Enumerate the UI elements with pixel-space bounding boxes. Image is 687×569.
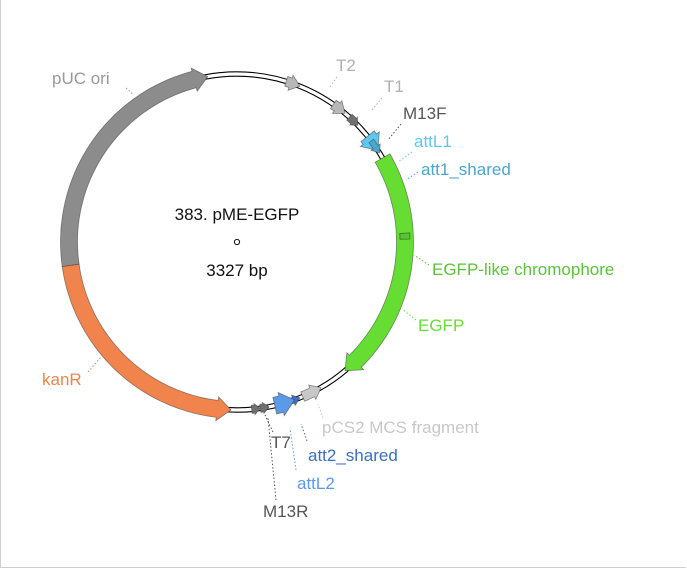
feature-egfp-shape[interactable] — [344, 153, 414, 372]
feature-attl2-label[interactable]: attL2 — [297, 474, 335, 493]
feature-puc-ori-label[interactable]: pUC ori — [52, 69, 110, 88]
feature-m13r[interactable] — [259, 401, 270, 415]
feature-t1[interactable] — [329, 99, 346, 114]
feature-att1-shared[interactable] — [368, 138, 381, 154]
feature-attl1-leader — [397, 151, 413, 163]
feature-kanr-leader — [87, 356, 102, 373]
feature-puc-ori[interactable] — [60, 67, 209, 268]
feature-m13f[interactable] — [346, 113, 359, 126]
feature-egfp-chromophore-label[interactable]: EGFP-like chromophore — [432, 260, 614, 279]
feature-t2-leader — [329, 76, 338, 88]
plasmid-size: 3327 bp — [206, 261, 267, 280]
feature-pcs2-mcs-shape[interactable] — [300, 384, 322, 402]
feature-att1-shared-shape[interactable] — [368, 138, 381, 154]
feature-egfp-chromophore-shape[interactable] — [399, 232, 411, 240]
feature-puc-ori-shape[interactable] — [60, 67, 209, 268]
feature-m13f-shape[interactable] — [346, 113, 359, 126]
feature-kanr-label[interactable]: kanR — [42, 370, 82, 389]
feature-kanr[interactable] — [61, 263, 232, 422]
feature-m13f-leader — [387, 123, 402, 141]
feature-track — [60, 67, 414, 422]
feature-attl2-leader — [289, 427, 297, 471]
plasmid-name: 383. pME-EGFP — [175, 205, 300, 224]
feature-egfp-leader — [401, 308, 417, 321]
feature-m13r-leader — [267, 417, 277, 501]
feature-att1-shared-leader — [405, 171, 419, 181]
feature-egfp-chromophore[interactable] — [399, 232, 411, 240]
feature-t1-label[interactable]: T1 — [384, 77, 404, 96]
feature-t2-shape[interactable] — [284, 74, 301, 91]
feature-att2-shared-label[interactable]: att2_shared — [308, 446, 398, 465]
center-dot — [233, 238, 241, 246]
feature-attl2[interactable] — [272, 391, 296, 417]
feature-t2[interactable] — [284, 74, 301, 91]
feature-att2-shared-leader — [300, 423, 308, 442]
feature-t7-shape[interactable] — [250, 402, 261, 416]
feature-t7-label[interactable]: T7 — [271, 433, 291, 452]
feature-pcs2-mcs[interactable] — [300, 384, 322, 402]
feature-kanr-shape[interactable] — [61, 263, 232, 422]
feature-t1-shape[interactable] — [329, 99, 346, 114]
feature-t2-label[interactable]: T2 — [336, 56, 356, 75]
feature-pcs2-mcs-leader — [317, 403, 324, 419]
feature-att1-shared-label[interactable]: att1_shared — [421, 160, 511, 179]
feature-egfp-chromophore-leader — [413, 254, 430, 266]
feature-puc-ori-leader — [125, 87, 135, 96]
feature-m13f-label[interactable]: M13F — [403, 104, 446, 123]
feature-m13r-shape[interactable] — [259, 401, 270, 415]
feature-t7[interactable] — [250, 402, 261, 416]
feature-m13r-label[interactable]: M13R — [263, 502, 308, 521]
feature-attl1-label[interactable]: attL1 — [414, 132, 452, 151]
feature-attl2-shape[interactable] — [272, 391, 296, 417]
feature-egfp[interactable] — [344, 153, 414, 372]
feature-pcs2-mcs-label[interactable]: pCS2 MCS fragment — [322, 418, 479, 437]
feature-t1-leader — [371, 97, 383, 111]
feature-egfp-label[interactable]: EGFP — [418, 316, 464, 335]
